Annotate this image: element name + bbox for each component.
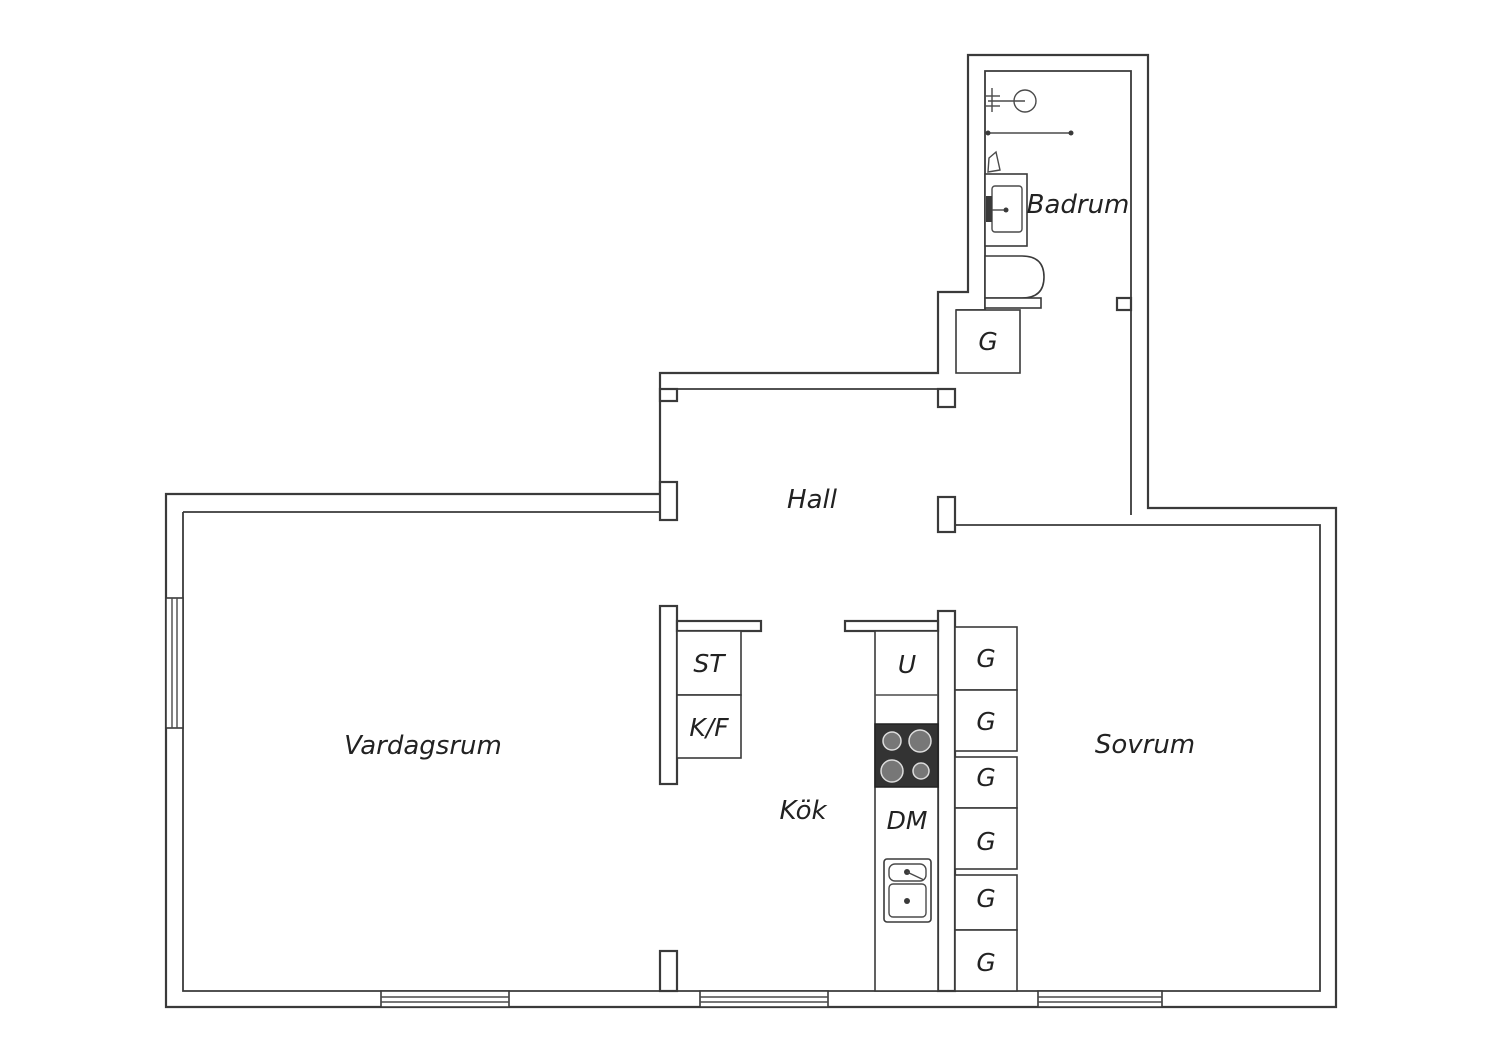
kitchen-bedroom-wall: [936, 609, 957, 993]
kitchen-left-units: [676, 630, 742, 759]
hall-closet: [955, 309, 1021, 374]
unit-label-wardrobe-4: G: [976, 827, 995, 856]
outer-walls: [164, 53, 1338, 1009]
sink-icon: [984, 150, 1028, 247]
unit-label-wardrobe-2: G: [976, 707, 995, 736]
counter-shelf: [843, 619, 940, 633]
toilet-icon: [984, 255, 1045, 309]
unit-label-wardrobe-1: G: [976, 644, 995, 673]
wall-stub: [936, 387, 957, 409]
unit-label-kf: K/F: [689, 713, 729, 742]
kitchen-right-counter: [874, 630, 939, 992]
unit-label-wardrobe-5: G: [976, 884, 995, 913]
window-south-3: [1037, 990, 1163, 1008]
partition-wall: [658, 604, 679, 786]
window-south-2: [699, 990, 829, 1008]
unit-label-dm: DM: [887, 806, 928, 835]
unit-label-st: ST: [693, 649, 726, 678]
wardrobe: [954, 807, 1018, 870]
wall-stub: [658, 480, 679, 522]
window-south-1: [380, 990, 510, 1008]
room-label-badrum: Badrum: [1027, 190, 1130, 220]
room-label-sovrum: Sovrum: [1095, 730, 1195, 760]
room-labels: Badrum Hall Vardagsrum Kök Sovrum: [344, 190, 1195, 826]
shower-icon: [985, 88, 1074, 136]
room-label-vardagsrum: Vardagsrum: [344, 731, 502, 761]
inner-wall-outline: [182, 70, 1321, 992]
counter: [874, 630, 939, 992]
wardrobe: [954, 929, 1018, 992]
unit-labels: G ST K/F U DM G G G G G G: [689, 327, 997, 977]
partition-shelf: [675, 619, 763, 633]
unit-label-wardrobe-6: G: [976, 948, 995, 977]
unit-label-hall-closet: G: [978, 327, 997, 356]
bathroom-fixtures: [984, 88, 1074, 309]
wall-stub: [658, 949, 679, 993]
kf-unit: [676, 694, 742, 759]
hob-icon: [874, 723, 939, 788]
window-west: [165, 597, 184, 729]
st-unit: [676, 630, 742, 696]
wardrobe: [954, 689, 1018, 752]
wall-stub: [1115, 296, 1133, 312]
unit-label-wardrobe-3: G: [976, 763, 995, 792]
wall-stub: [658, 387, 679, 403]
wall-stub: [936, 495, 957, 534]
wardrobe: [954, 756, 1018, 809]
wardrobes: [954, 626, 1018, 992]
room-label-kok: Kök: [779, 796, 827, 826]
kitchen-sink-icon: [883, 858, 932, 923]
room-label-hall: Hall: [787, 485, 838, 515]
windows: [165, 597, 1163, 1008]
wardrobe: [954, 626, 1018, 691]
outer-wall-outline: [164, 53, 1338, 1009]
unit-label-u: U: [898, 650, 916, 679]
